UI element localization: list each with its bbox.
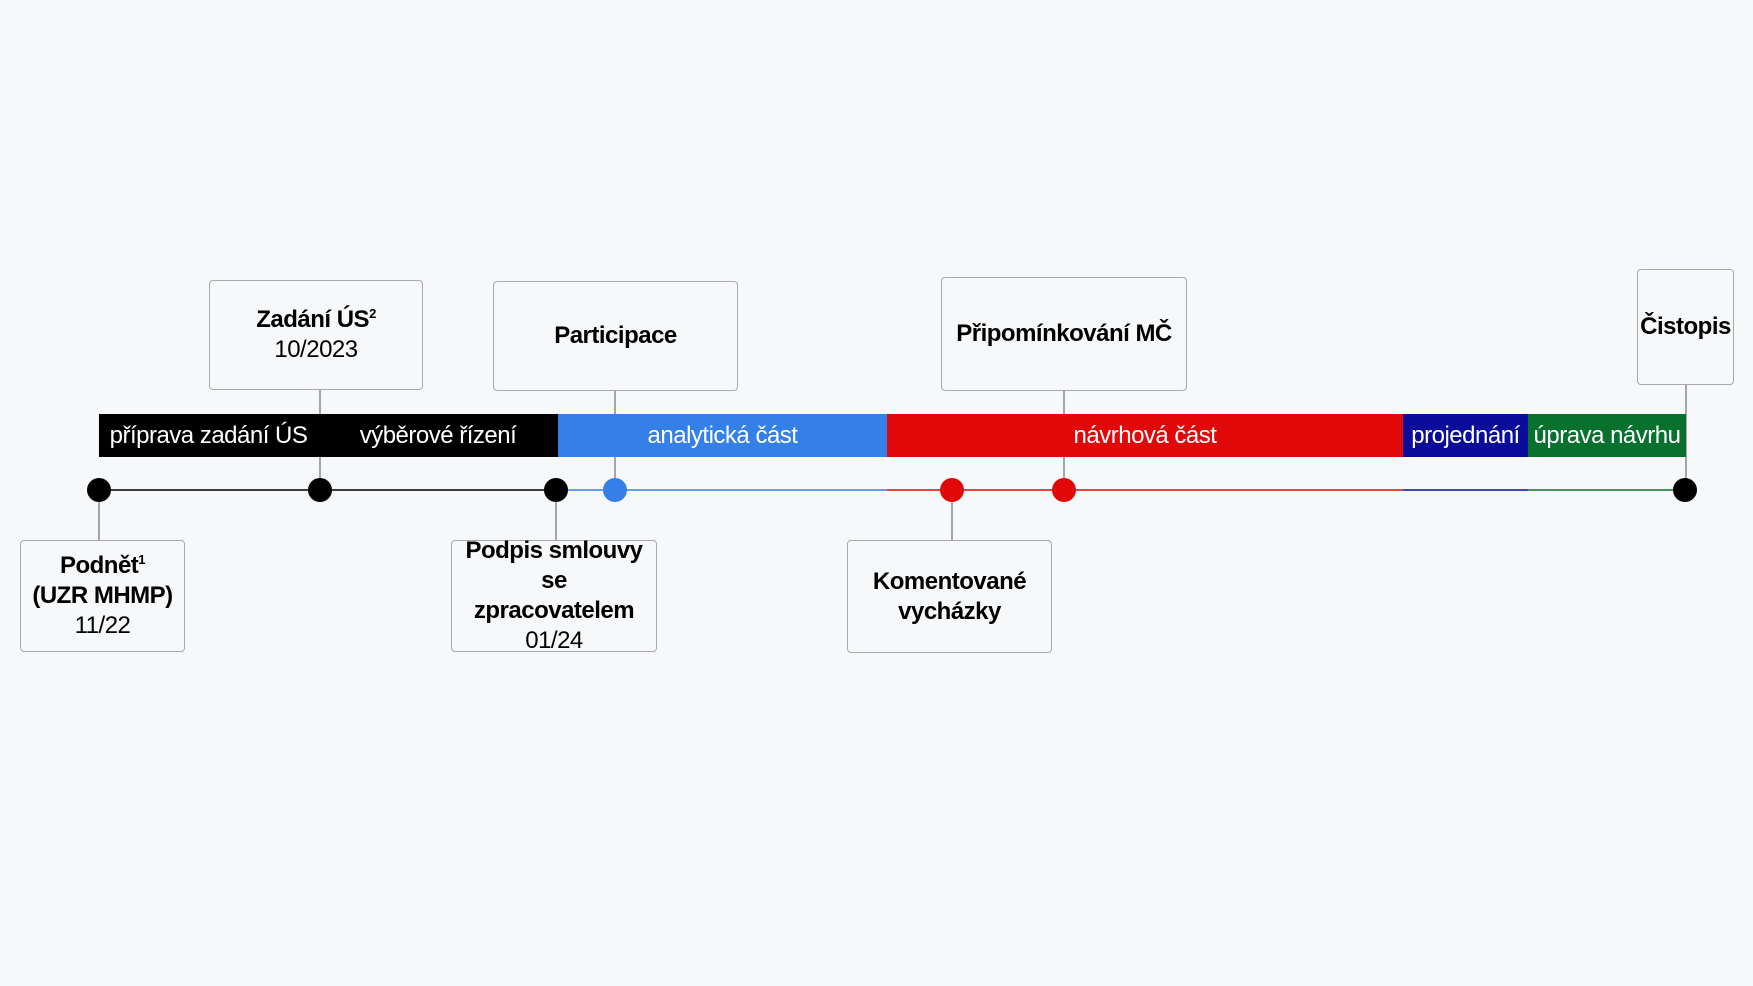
connectors bbox=[98, 385, 1687, 555]
footnote-mark: 1 bbox=[138, 552, 146, 567]
milestone-date: 01/24 bbox=[525, 627, 583, 654]
milestone-title: Participace bbox=[554, 322, 677, 349]
milestone-title: Připomínkování MČ bbox=[956, 320, 1172, 347]
milestone-title: Podpis smlouvy se bbox=[465, 537, 643, 594]
milestone-komentovane-vychazky: Komentované vycházky bbox=[847, 540, 1052, 653]
milestone-dot bbox=[87, 478, 111, 502]
phase-uprava-navrhu: úprava návrhu bbox=[1528, 414, 1686, 457]
milestone-dot bbox=[940, 478, 964, 502]
phase-vyberove-rizeni: výběrové řízení bbox=[318, 414, 558, 457]
milestone-subtitle: zpracovatelem bbox=[473, 597, 635, 624]
milestone-podnet: Podnět1 (UZR MHMP) 11/22 bbox=[20, 540, 185, 652]
milestone-subtitle: vycházky bbox=[898, 597, 1001, 625]
milestone-pripominkovani-mc: Připomínkování MČ bbox=[941, 277, 1187, 391]
phase-projednani: projednání bbox=[1403, 414, 1528, 457]
footnote-mark: 2 bbox=[369, 306, 376, 321]
milestone-title: Zadání ÚS2 bbox=[256, 306, 376, 333]
phase-navrhova-cast: návrhová část bbox=[887, 414, 1403, 457]
milestone-zadani-us: Zadání ÚS2 10/2023 bbox=[209, 280, 423, 390]
milestone-title: Komentované bbox=[872, 567, 1027, 595]
milestone-dots bbox=[87, 478, 1697, 502]
milestone-dot bbox=[1052, 478, 1076, 502]
milestone-podpis-smlouvy: Podpis smlouvy se zpracovatelem 01/24 bbox=[451, 537, 657, 654]
milestone-participace: Participace bbox=[493, 281, 738, 391]
milestone-date: 10/2023 bbox=[274, 336, 358, 363]
milestone-title: Podnět1 bbox=[59, 552, 146, 579]
milestone-date: 11/22 bbox=[74, 612, 131, 639]
milestone-dot bbox=[308, 478, 332, 502]
milestone-cistopis: Čistopis bbox=[1637, 269, 1734, 385]
milestone-dot bbox=[603, 478, 627, 502]
milestone-title: Čistopis bbox=[1640, 313, 1731, 340]
milestone-dot bbox=[1673, 478, 1697, 502]
phase-priprava-zadani: příprava zadání ÚS bbox=[99, 414, 318, 457]
phase-analyticka-cast: analytická část bbox=[558, 414, 887, 457]
milestone-dot bbox=[544, 478, 568, 502]
milestone-subtitle: (UZR MHMP) bbox=[32, 582, 173, 609]
